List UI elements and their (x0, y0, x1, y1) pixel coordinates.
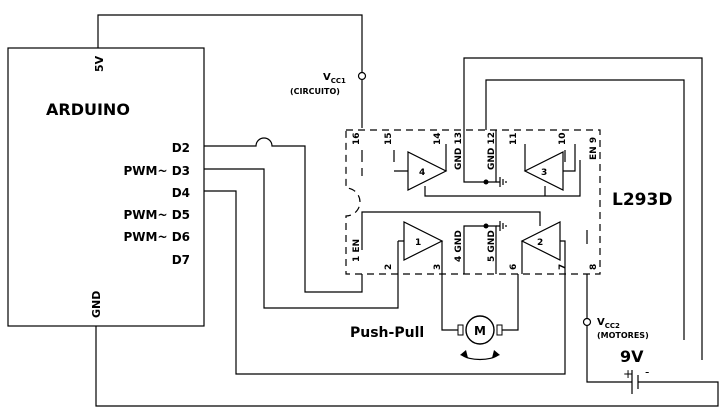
buffer-2-label: 2 (537, 238, 543, 248)
wire-gnd (95, 326, 719, 407)
motor-brush-left (457, 324, 464, 336)
pin-d5-label: PWM~ D5 (123, 208, 190, 222)
pin-15-label: 15 (384, 132, 394, 145)
bottom-gnd-junction (483, 223, 489, 229)
loop-outer (463, 57, 703, 360)
pin-d2-label: D2 (172, 141, 190, 155)
top-gnd-junction-1 (483, 179, 489, 185)
top-gnd-bus (463, 130, 497, 183)
pin-2-label: 2 (384, 264, 394, 270)
pin-16-label: 16 (352, 132, 362, 145)
vcc1-label: VCC1 (323, 72, 346, 85)
motor-brush-right (496, 324, 503, 336)
buffer-3-wires (524, 144, 576, 172)
pin-d6-label: PWM~ D6 (123, 230, 190, 244)
wire-d4 (204, 190, 566, 375)
pin-9-label: EN 9 (589, 137, 599, 160)
rotation-arrow-head (492, 350, 500, 358)
buffer-1 (403, 221, 444, 261)
vcc1-note: (CIRCUITO) (290, 87, 340, 96)
wire-5v (97, 14, 363, 72)
wire-motor-right (498, 274, 519, 331)
pin-10-label: 10 (558, 132, 568, 145)
rotation-arrow-tail (460, 350, 468, 358)
buffer-1-label: 1 (415, 238, 421, 248)
bottom-ground-symbol (496, 221, 507, 231)
pin-3-label: 3 (433, 264, 443, 270)
pin-8-label: 8 (589, 264, 599, 270)
pin-d7-label: D7 (172, 253, 190, 267)
l293d-chip-body (345, 129, 601, 275)
vcc2-terminal (582, 317, 592, 327)
wire-d2 (204, 137, 363, 293)
arduino-board (7, 47, 205, 327)
top-enable-line (424, 160, 581, 197)
battery-minus: - (645, 365, 649, 379)
push-pull-label: Push-Pull (350, 325, 424, 341)
pin-d4-label: D4 (172, 186, 190, 200)
pin-12-label: GND 12 (487, 132, 497, 170)
buffer-4-label: 4 (419, 168, 425, 178)
buffer-3-label: 3 (541, 168, 547, 178)
buffer-4 (407, 151, 448, 191)
pin-6-label: 6 (509, 264, 519, 270)
pin-11-label: 11 (509, 132, 519, 145)
top-ground-symbol (496, 177, 507, 187)
pin-1-label: 1 EN (352, 239, 362, 262)
pin-5v-label: 5V (93, 55, 106, 72)
pin-4-label: 4 GND (454, 230, 464, 262)
vcc1-terminal (357, 71, 367, 81)
pin-14-label: 14 (433, 132, 443, 145)
bottom-enable-line (361, 211, 541, 250)
wire-motor-left (441, 274, 462, 331)
pin-d3-label: PWM~ D3 (123, 164, 190, 178)
motor-symbol (465, 315, 495, 345)
buffer-4-wires (394, 144, 447, 172)
pin-7-label: 7 (558, 264, 568, 270)
motor-m-label: M (474, 324, 486, 338)
pin-13-label: GND 13 (454, 132, 464, 170)
buffer-1-wires (397, 240, 443, 274)
loop-inner (485, 79, 685, 340)
battery-plus: + (623, 367, 633, 381)
vcc2-label: VCC2 (597, 317, 620, 330)
vcc2-note: (MOTORES) (597, 331, 649, 340)
arduino-title: ARDUINO (46, 100, 130, 119)
wire-vcc2-battery (586, 326, 628, 383)
chip-name: L293D (612, 190, 672, 210)
battery-voltage: 9V (620, 347, 644, 366)
wire-d3 (204, 168, 399, 309)
pin-gnd-label: GND (90, 291, 103, 318)
buffer-2-wires (521, 240, 566, 274)
bottom-gnd-bus (463, 225, 497, 274)
pin-5-label: 5 GND (487, 230, 497, 262)
